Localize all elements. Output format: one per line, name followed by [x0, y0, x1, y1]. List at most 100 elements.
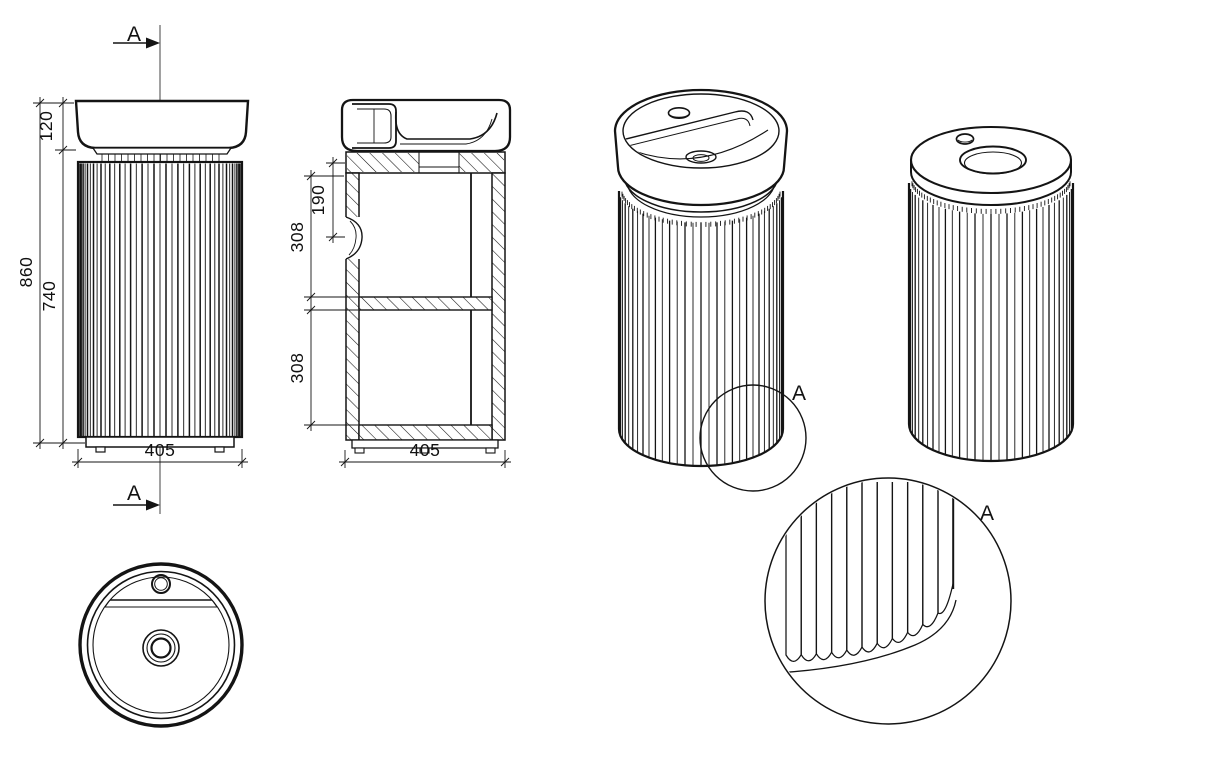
- collar-teeth-ring: [911, 181, 1071, 214]
- dim-total-height: 860: [16, 97, 85, 449]
- basin-inner-rim: [86, 570, 236, 720]
- deck-corner: [211, 599, 218, 608]
- bowl-edge: [92, 576, 230, 714]
- countertop-disc: [909, 125, 1073, 195]
- front-flute-lines: [79, 163, 241, 437]
- section-arrow-head: [146, 37, 160, 49]
- basin-foot-band: [91, 147, 233, 155]
- drain-inner: [150, 637, 172, 659]
- bowl-thickness-line: [400, 118, 493, 145]
- faucet-hole-top-inner: [154, 577, 168, 591]
- tick: [500, 457, 510, 467]
- detail-flute: [876, 482, 894, 649]
- section-marker-label-bottom: A: [127, 482, 141, 505]
- faucet-hole-depth: [669, 114, 689, 118]
- tick: [237, 457, 247, 467]
- basin-opening-depth: [963, 151, 1023, 175]
- deck-edge-inner: [624, 117, 751, 148]
- collar-teeth: [101, 154, 220, 162]
- detail-flute: [922, 482, 939, 628]
- plinth: [85, 436, 235, 448]
- plinth-section: [351, 439, 499, 449]
- cylinder-silhouette: [617, 191, 785, 468]
- detail-flute: [891, 482, 909, 644]
- foot: [419, 447, 430, 454]
- basin-front-outline: [74, 99, 250, 150]
- dim-front-width: 405: [72, 440, 248, 468]
- detail-flute: [846, 482, 863, 656]
- section-view: 190 308 308 405: [287, 98, 512, 468]
- tick: [306, 292, 316, 302]
- detail-flute: [906, 482, 924, 637]
- foot-right: [214, 446, 225, 453]
- tick: [35, 98, 45, 108]
- tick: [306, 171, 316, 181]
- tick: [340, 457, 350, 467]
- detail-view: A: [764, 477, 1012, 725]
- detail-marker-label: A: [792, 382, 806, 405]
- detail-flute: [800, 482, 818, 662]
- basin-rim-inner: [622, 93, 780, 169]
- faucet-hole: [667, 107, 691, 120]
- deck-edge-line: [624, 110, 754, 141]
- drain-outer: [142, 629, 180, 667]
- tick: [306, 420, 316, 430]
- section-cut-marker-top: A: [113, 23, 160, 49]
- basin-outer-rim: [78, 562, 244, 728]
- iso-front-view: A: [613, 88, 807, 492]
- section-marker-label-top: A: [127, 23, 141, 46]
- tick: [328, 232, 338, 242]
- faucet-opening: [955, 133, 975, 145]
- dim-label-190: 190: [308, 185, 328, 216]
- dim-top-inset: 190: [308, 157, 345, 243]
- counter-hatch-right: [459, 153, 504, 172]
- dim-basin-and-cabinet-height: 120 740: [36, 97, 76, 449]
- handle-recess-mask: [344, 217, 364, 259]
- bottom-panel-section: [358, 424, 493, 441]
- foot-left: [95, 446, 106, 453]
- detail-flute: [937, 482, 954, 615]
- iso-flute-lines: [908, 186, 1074, 461]
- detail-flute: [815, 482, 833, 661]
- detail-flute: [830, 482, 848, 659]
- base-rim-line: [775, 599, 957, 674]
- tick: [58, 98, 68, 108]
- left-wall-section: [345, 172, 360, 441]
- deck-corner: [104, 599, 111, 608]
- dim-label-405-front: 405: [145, 440, 176, 460]
- bowl-front-curve: [633, 129, 769, 160]
- drain-mid: [146, 633, 176, 663]
- tick: [58, 145, 68, 155]
- drain-hole-inner: [692, 154, 710, 162]
- foot: [485, 447, 496, 454]
- handle-recess-outline: [345, 216, 363, 260]
- bowl-inner-line: [394, 111, 498, 140]
- dim-label-860: 860: [16, 257, 36, 288]
- faucet-deck-inner: [357, 108, 392, 144]
- dim-label-740: 740: [39, 281, 59, 312]
- section-cut-marker-bottom: A: [113, 482, 160, 511]
- handle-recess-inner: [348, 220, 357, 256]
- dim-compartments: 308 308: [287, 170, 358, 431]
- detail-flute: [785, 482, 802, 662]
- iso-rear-view: [907, 125, 1075, 463]
- dim-label-308-lower: 308: [287, 353, 307, 384]
- section-arrow-head: [146, 499, 160, 511]
- tick: [306, 305, 316, 315]
- shelf-section: [358, 296, 493, 311]
- detail-flute: [861, 482, 878, 653]
- detail-callout-circle: [699, 384, 807, 492]
- tick: [73, 457, 83, 467]
- dim-label-405-section: 405: [410, 440, 441, 460]
- collar-teeth-ring: [621, 191, 781, 227]
- tick: [328, 158, 338, 168]
- detail-view-label: A: [980, 502, 994, 525]
- tick: [58, 438, 68, 448]
- detail-boundary-circle: [764, 477, 1012, 725]
- drain-hole: [685, 150, 717, 164]
- top-view: [78, 562, 244, 728]
- dim-label-308-upper: 308: [287, 222, 307, 253]
- front-view: A A 860: [16, 23, 250, 514]
